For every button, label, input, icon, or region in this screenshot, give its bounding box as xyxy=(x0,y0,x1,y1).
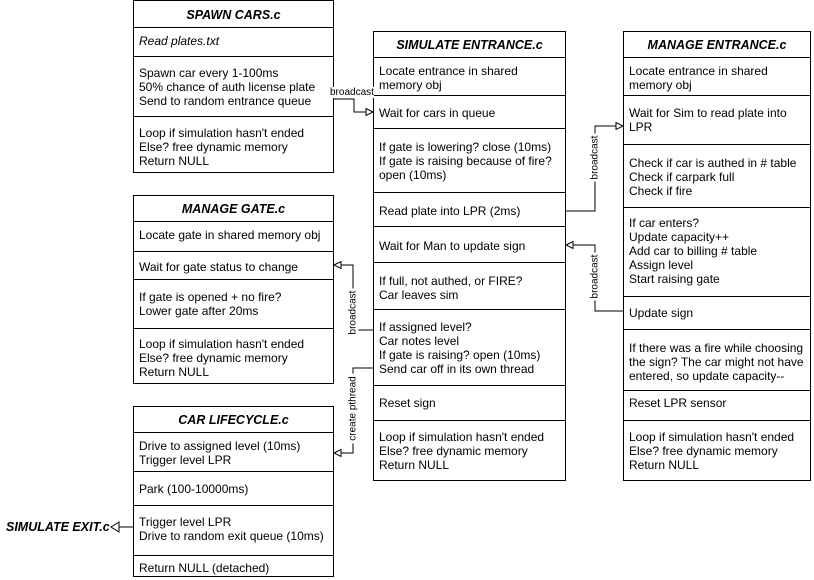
manage-entrance-step-3: Check if car is authed in # table Check … xyxy=(629,156,797,198)
manage-gate-box: MANAGE GATE.c Locate gate in shared memo… xyxy=(133,195,334,384)
car-lifecycle-step-4: Return NULL (detached) xyxy=(139,561,270,575)
label-broadcast-spawn: broadcast xyxy=(330,87,374,98)
manage-entrance-step-8: Loop if simulation hasn't ended Else? fr… xyxy=(629,430,795,472)
manage-gate-title: MANAGE GATE.c xyxy=(181,202,286,216)
arrowhead-gate-wait xyxy=(332,260,342,270)
simulate-entrance-step-6: If full, not authed, or FIRE? Car leaves… xyxy=(379,274,523,302)
simulate-entrance-step-8: Reset sign xyxy=(379,396,436,410)
simulate-entrance-box: SIMULATE ENTRANCE.c Locate entrance in s… xyxy=(373,31,566,481)
arrowhead-queue xyxy=(365,107,375,117)
simulate-entrance-step-9: Loop if simulation hasn't ended Else? fr… xyxy=(379,430,545,472)
manage-entrance-box: MANAGE ENTRANCE.c Locate entrance in sha… xyxy=(623,31,811,481)
simulate-entrance-step-2: Wait for cars in queue xyxy=(379,106,496,120)
label-broadcast-lpr: broadcast xyxy=(589,133,601,182)
manage-entrance-step-5: Update sign xyxy=(629,306,694,320)
manage-entrance-step-4: If car enters? Update capacity++ Add car… xyxy=(629,216,758,286)
arrowhead-manage-wait xyxy=(615,121,625,131)
simulate-entrance-step-5: Wait for Man to update sign xyxy=(379,239,526,253)
manage-entrance-title: MANAGE ENTRANCE.c xyxy=(647,38,787,52)
manage-entrance-step-6: If there was a fire while choosing the s… xyxy=(629,341,804,383)
label-create-pthread: create pthread xyxy=(347,373,359,444)
simulate-entrance-step-7: If assigned level? Car notes level If ga… xyxy=(379,320,541,376)
arrowhead-sim-wait xyxy=(564,240,574,250)
manage-entrance-step-7: Reset LPR sensor xyxy=(629,396,727,410)
label-broadcast-sign: broadcast xyxy=(589,252,601,301)
car-lifecycle-step-2: Park (100-10000ms) xyxy=(139,482,249,496)
manage-gate-step-2: Wait for gate status to change xyxy=(139,260,298,274)
car-lifecycle-title: CAR LIFECYCLE.c xyxy=(178,413,289,427)
car-lifecycle-step-3: Trigger level LPR Drive to random exit q… xyxy=(139,515,324,543)
car-lifecycle-box: CAR LIFECYCLE.c Drive to assigned level … xyxy=(133,406,334,577)
manage-gate-step-1: Locate gate in shared memory obj xyxy=(139,228,321,242)
manage-entrance-step-1: Locate entrance in shared memory obj xyxy=(629,64,768,92)
simulate-entrance-step-1: Locate entrance in shared memory obj xyxy=(379,64,518,92)
car-lifecycle-step-1: Drive to assigned level (10ms) Trigger l… xyxy=(139,439,301,467)
arrowhead-exit xyxy=(110,521,120,533)
manage-gate-step-3: If gate is opened + no fire? Lower gate … xyxy=(139,290,282,318)
simulate-entrance-step-4: Read plate into LPR (2ms) xyxy=(379,204,521,218)
connector-spawn-to-queue xyxy=(334,98,366,113)
spawn-cars-step-2: Spawn car every 1-100ms 50% chance of au… xyxy=(139,66,316,108)
simulate-exit-label: SIMULATE EXIT.c xyxy=(6,520,110,534)
spawn-cars-title: SPAWN CARS.c xyxy=(186,8,281,22)
spawn-cars-box: SPAWN CARS.c Read plates.txt Spawn car e… xyxy=(133,0,334,173)
arrowhead-lifecycle xyxy=(332,448,342,458)
simulate-entrance-title: SIMULATE ENTRANCE.c xyxy=(396,38,543,52)
simulate-entrance-step-3: If gate is lowering? close (10ms) If gat… xyxy=(379,140,552,182)
spawn-cars-step-1: Read plates.txt xyxy=(139,34,220,48)
spawn-cars-step-3: Loop if simulation hasn't ended Else? fr… xyxy=(139,126,305,168)
manage-entrance-step-2: Wait for Sim to read plate into LPR xyxy=(629,106,787,134)
manage-gate-step-4: Loop if simulation hasn't ended Else? fr… xyxy=(139,337,305,379)
label-broadcast-gate: broadcast xyxy=(347,288,359,337)
